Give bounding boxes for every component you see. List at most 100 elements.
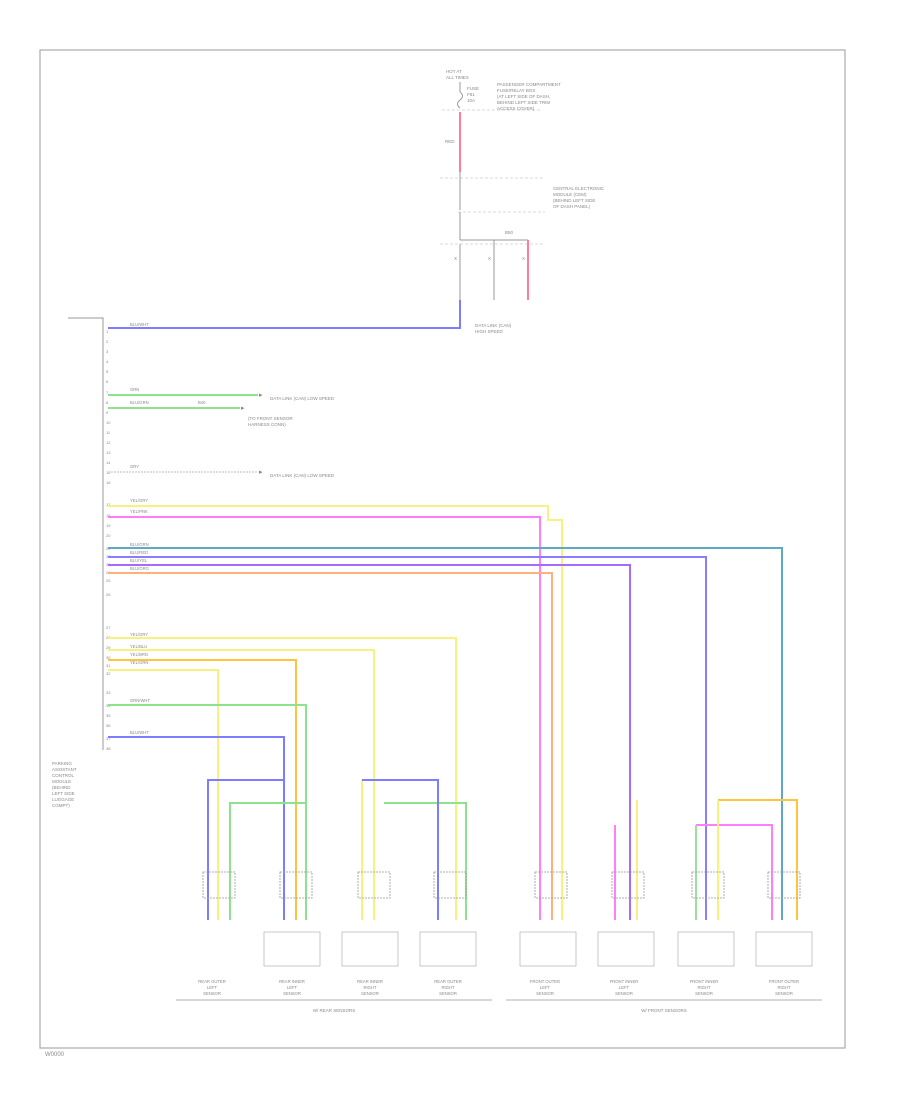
sensor-body [755, 931, 813, 967]
pin: 17 [106, 502, 111, 507]
sensor-body [341, 931, 399, 967]
wire-blu-org-f [108, 572, 553, 920]
pin: 27 [106, 625, 111, 630]
sensor-label: SENSOR [615, 991, 633, 996]
pin: 25 [106, 578, 111, 583]
sensor-label: RIGHT [777, 985, 790, 990]
sensor-label: RIGHT [363, 985, 376, 990]
pin: 18 [106, 513, 111, 518]
dest-2a: (TO FRONT SENSOR [248, 416, 293, 421]
wire-label-3-note: B40 [198, 400, 206, 405]
rear-local-5 [362, 779, 439, 920]
sensor-connector [202, 871, 236, 899]
sensor-label: REAR OUTER [198, 979, 225, 984]
wire-blu-wht-r [108, 736, 285, 920]
sensor-label: LEFT [287, 985, 298, 990]
wire-label-7: BLU/GRN [130, 542, 149, 547]
fuse-id-1: FUSE [467, 86, 479, 91]
wire-label-16: BLU/WHT [130, 730, 149, 735]
sensor-label: SENSOR [203, 991, 221, 996]
sensor-labels: REAR OUTER LEFT SENSOR REAR INNER LEFT S… [198, 979, 799, 996]
cem-label-3: (BEHIND LEFT SIDE [553, 198, 595, 203]
sensor-bodies [263, 931, 813, 967]
wire-blu-red-f [108, 556, 707, 920]
arrow-icon: ▸ [259, 469, 263, 476]
cem-label-4: OF DASH PANEL) [553, 204, 591, 209]
sensor-body [519, 931, 577, 967]
parking-module: PARKING ASSISTANT CONTROL MODULE (BEHIND… [52, 317, 104, 808]
wire-yel-blu-r [108, 649, 375, 920]
wire-label-2: GRN [130, 387, 139, 392]
pin: 5 [106, 369, 109, 374]
pin: 10 [106, 420, 111, 425]
sensor-label: LEFT [540, 985, 551, 990]
dest-2b: HARNESS CONN) [248, 422, 286, 427]
pin: 37 [106, 736, 111, 741]
wire-yel-gry-r [108, 637, 457, 920]
module-name-6: LEFT SIDE [52, 791, 75, 796]
front-local-4 [718, 799, 798, 920]
fuse-box-text-2: FUSE/RELAY BOX [497, 88, 535, 93]
fuse-label-1: HOT AT [446, 69, 462, 74]
pin-x-1: X [454, 256, 457, 261]
fuse-label-2: ALL TIMES [446, 75, 469, 80]
module-name-4: MODULE [52, 779, 71, 784]
fuse-box-text-5: ACCESS COVER) [497, 106, 535, 111]
pin: 11 [106, 430, 111, 435]
sensor-body [419, 931, 477, 967]
sensor-connector [534, 871, 568, 899]
fan-label-1: DATA LINK (CAN) [475, 323, 512, 328]
pin: 8 [106, 400, 109, 405]
dest-1: DATA LINK (CAN) LOW SPEED [270, 396, 335, 401]
wire-blu-grn-f [108, 547, 783, 920]
wire-yel-pnk-f [108, 516, 541, 920]
sensor-label: REAR INNER [279, 979, 305, 984]
fuse-id-3: 10A [467, 98, 475, 103]
pin: 35 [106, 713, 111, 718]
wire-label-4: GRY [130, 464, 139, 469]
corner-id: W0000 [45, 1052, 65, 1058]
front-group-label: W/ FRONT SENSORS [641, 1008, 686, 1013]
rear-group-label: W/ REAR SENSORS [313, 1008, 356, 1013]
sensor-label: SENSOR [439, 991, 457, 996]
sensor-connector [691, 871, 725, 899]
pin: 16 [106, 480, 111, 485]
wire-label-1: BLU/WHT [130, 322, 149, 327]
wire-label-3: BLU/GRN [130, 400, 149, 405]
sensor-connector [433, 871, 467, 899]
pin-numbers: 1 2 3 4 5 6 7 8 9 10 11 12 13 14 15 16 1… [106, 329, 111, 751]
pin: 4 [106, 359, 109, 364]
wire-red-label: RED [445, 139, 455, 144]
sensor-label: SENSOR [775, 991, 793, 996]
module-name-5: (BEHIND [52, 785, 71, 790]
sensor-label: SENSOR [361, 991, 379, 996]
wire-label-11: YEL/GRY [130, 632, 148, 637]
module-name-1: PARKING [52, 761, 72, 766]
rear-local-4 [384, 802, 467, 920]
pin-x-2: X [488, 256, 491, 261]
module-bracket [68, 317, 104, 750]
wire-yel-brn-r [108, 659, 297, 920]
sensor-body [677, 931, 735, 967]
pin: 30 [106, 655, 111, 660]
sensor-label: RIGHT [697, 985, 710, 990]
pin: 26 [106, 592, 111, 597]
sensor-label: SENSOR [536, 991, 554, 996]
pin: 6 [106, 379, 109, 384]
wire-label-6: YEL/PNK [130, 509, 148, 514]
pin: 2 [106, 339, 109, 344]
sensor-label: REAR INNER [357, 979, 383, 984]
module-name-3: CONTROL [52, 773, 74, 778]
pin: 31 [106, 663, 111, 668]
sensor-label: RIGHT [441, 985, 454, 990]
module-name-2: ASSISTANT [52, 767, 77, 772]
rear-local-1 [207, 779, 284, 920]
wire-label-5: YEL/GRY [130, 498, 148, 503]
sensor-label: LEFT [207, 985, 218, 990]
arrow-icon: ▸ [259, 392, 263, 399]
sensor-label: LEFT [619, 985, 630, 990]
wire-label-9: BLU/YEL [130, 558, 148, 563]
wire-yel-grn-r [108, 669, 219, 920]
wire-label-8: BLU/RED [130, 550, 148, 555]
